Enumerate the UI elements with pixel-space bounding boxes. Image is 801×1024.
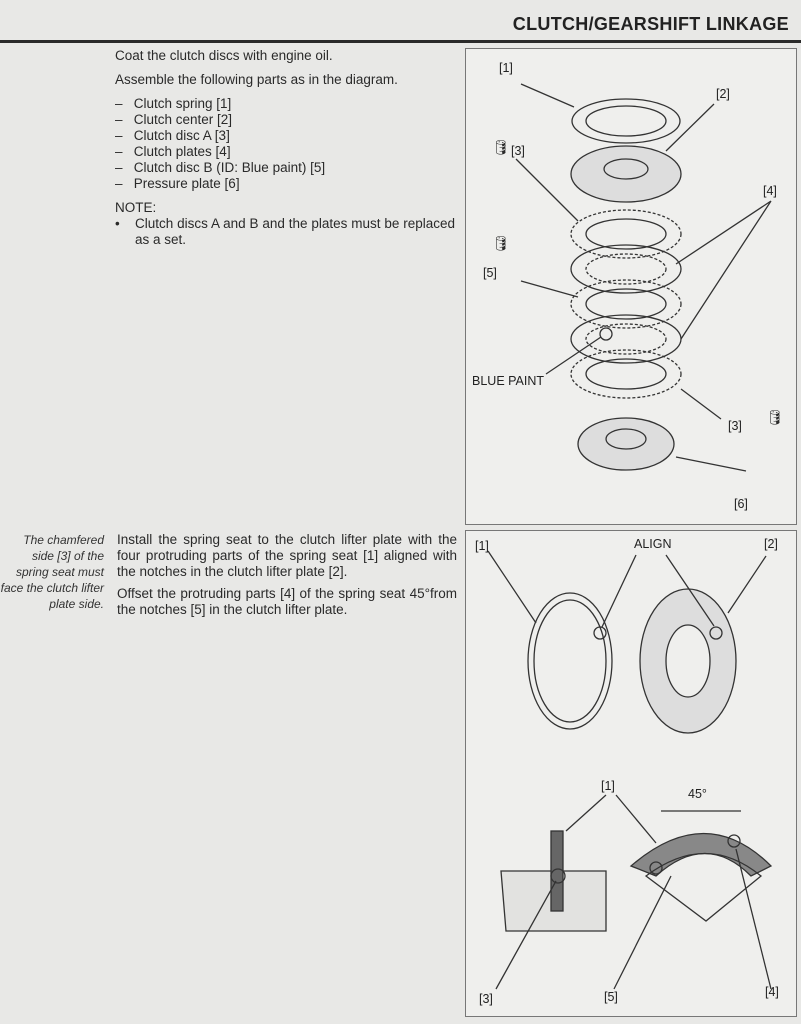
spring-seat-drawing: [487, 550, 773, 990]
label-6: [6]: [734, 497, 748, 511]
header-rule: [0, 40, 801, 43]
section2-text: Install the spring seat to the clutch li…: [117, 532, 457, 618]
list-item: – Clutch disc A [3]: [115, 128, 230, 143]
intro: Coat the clutch discs with engine oil.: [115, 48, 333, 63]
list-item: – Clutch center [2]: [115, 112, 233, 127]
angle-label: 45°: [688, 787, 707, 801]
list-item: – Clutch spring [1]: [115, 96, 232, 111]
oil-can-icon: 🛢: [492, 139, 510, 155]
oil-can-icon: 🛢: [766, 409, 784, 425]
label-3: [3]: [511, 144, 525, 158]
label-1: [1]: [499, 61, 513, 75]
label-4: [4]: [765, 985, 779, 999]
assemble-instruction: Assemble the following parts as in the d…: [115, 72, 398, 87]
list-item: – Pressure plate [6]: [115, 176, 240, 191]
oil-can-icon: 🛢: [492, 235, 510, 251]
note-label: NOTE:: [115, 200, 157, 215]
label-3: [3]: [479, 992, 493, 1006]
label-5: [5]: [483, 266, 497, 280]
label-4: [4]: [763, 184, 777, 198]
clutch-stack-drawing: [515, 83, 772, 472]
spring-seat-diagram: [1] ALIGN [2] [1] 45° [3] [5] [4]: [465, 530, 797, 1017]
clutch-stack-diagram: [1] [2] 🛢 [3] [4] 🛢 [5] BLUE PAINT [3] 🛢…: [465, 48, 797, 525]
paragraph-1: Install the spring seat to the clutch li…: [117, 532, 457, 579]
label-2: [2]: [764, 537, 778, 551]
paragraph-2: Offset the protruding parts [4] of the s…: [117, 586, 457, 617]
list-item: – Clutch plates [4]: [115, 144, 231, 159]
page-title: CLUTCH/GEARSHIFT LINKAGE: [512, 14, 789, 34]
parts-list: – Clutch spring [1] – Clutch center [2] …: [115, 96, 455, 192]
label-2: [2]: [716, 87, 730, 101]
label-5: [5]: [604, 990, 618, 1004]
align-label: ALIGN: [634, 537, 672, 551]
section1-text: Coat the clutch discs with engine oil. A…: [115, 48, 455, 248]
label-3b: [3]: [728, 419, 742, 433]
label-1b: [1]: [601, 779, 615, 793]
list-item: – Clutch disc B (ID: Blue paint) [5]: [115, 160, 326, 175]
note-item: •Clutch discs A and B and the plates mus…: [115, 216, 455, 247]
blue-paint-label: BLUE PAINT: [472, 374, 545, 388]
side-note: The chamfered side [3] of the spring sea…: [0, 533, 104, 611]
label-1: [1]: [475, 539, 489, 553]
